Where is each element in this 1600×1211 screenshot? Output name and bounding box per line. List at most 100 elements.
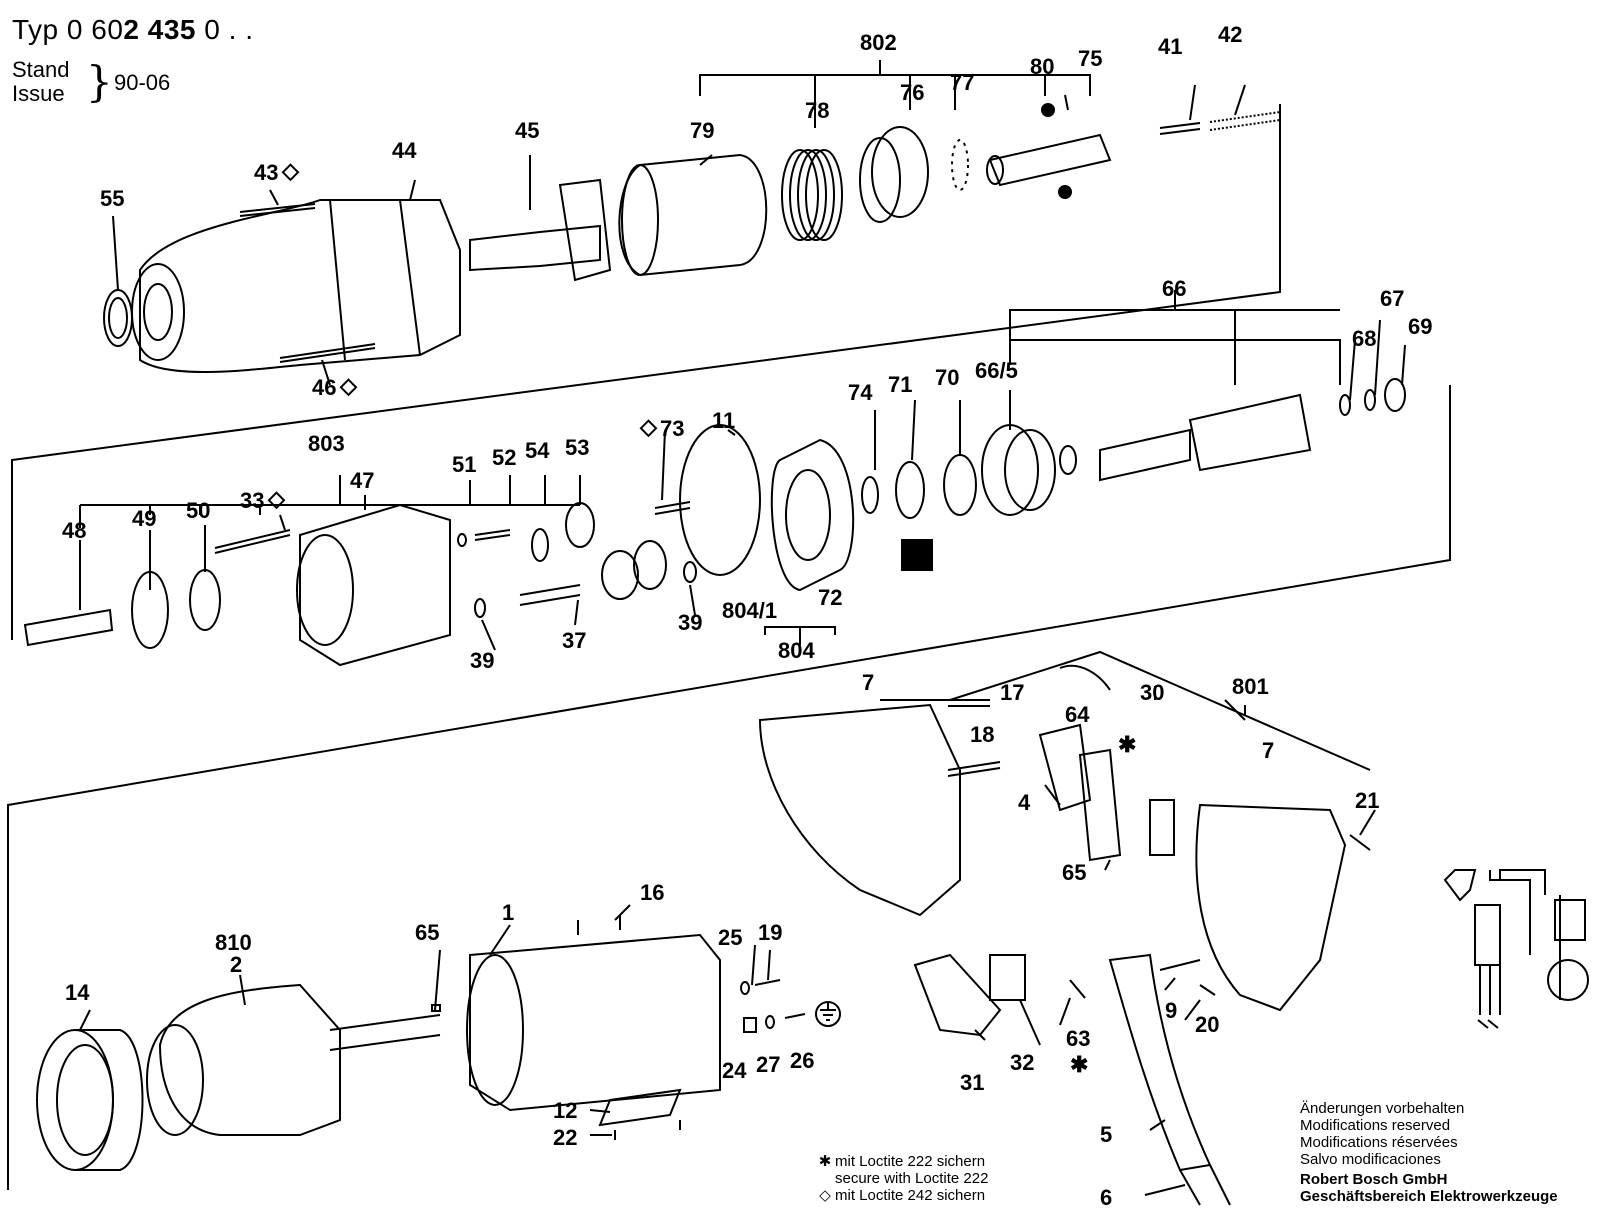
callout-76: 76: [900, 80, 924, 105]
part-41-pin: [1159, 122, 1201, 135]
callout-68: 68: [1352, 326, 1376, 351]
callout-79: 79: [690, 118, 714, 143]
callout-4: 4: [1018, 790, 1031, 815]
part-37-gears: [519, 584, 581, 606]
bracket-803: [79, 475, 581, 528]
part-39-washer-a: [683, 561, 697, 583]
callout-63: 63: [1066, 1026, 1090, 1051]
callout-5: 5: [1100, 1122, 1112, 1147]
callout-star-a: ✱: [1118, 732, 1136, 757]
part-27-washer: [765, 1015, 775, 1029]
callout-18: 18: [970, 722, 994, 747]
callout-12: 12: [553, 1098, 577, 1123]
part-9-clamp: [1159, 959, 1201, 971]
callout-49: 49: [132, 506, 156, 531]
part-65-wires: [329, 1014, 441, 1051]
type-suffix: 0 . .: [196, 14, 254, 45]
panel-top-boundary: [11, 104, 1281, 640]
brace-icon: }: [86, 57, 113, 106]
part-39-washer-b: [474, 598, 486, 618]
part-45-spindle: [469, 224, 601, 272]
callout-78: 78: [805, 98, 829, 123]
callout-73-diamond: ◇: [639, 414, 658, 439]
callout-25: 25: [718, 925, 742, 950]
part-80-ball: [1041, 103, 1055, 117]
part-33-screw: [214, 529, 291, 554]
part-72-plate: [770, 438, 855, 592]
part-74-washer: [861, 476, 879, 514]
callout-70: 70: [935, 365, 959, 390]
callout-43: 43: [254, 160, 278, 185]
bracket-804: [764, 626, 836, 645]
stand-label: Stand: [12, 57, 70, 82]
callout-72: 72: [818, 585, 842, 610]
callout-75: 75: [1078, 46, 1102, 71]
callout-33: 33: [240, 488, 264, 513]
callout-22: 22: [553, 1125, 577, 1150]
callout-37: 37: [562, 628, 586, 653]
callout-80: 80: [1030, 54, 1054, 79]
panel-mid-boundary: [7, 385, 1451, 1190]
callout-24: 24: [722, 1058, 747, 1083]
callout-44: 44: [392, 138, 417, 163]
issue-label: Issue: [12, 81, 65, 106]
part-2-field: [158, 983, 341, 1136]
part-1-housing: [469, 933, 721, 1112]
callout-46-diamond: ◇: [339, 373, 358, 398]
callout-26: 26: [790, 1048, 814, 1073]
part-20-screw: [1199, 984, 1216, 996]
company-note: Robert Bosch GmbH Geschäftsbereich Elekt…: [1300, 1171, 1558, 1205]
callout-804-1: 804/1: [722, 598, 777, 623]
part-79-sleeve: [618, 153, 768, 277]
part-18-screw: [947, 761, 1001, 777]
callout-1: 1: [502, 900, 514, 925]
callout-73: 73: [660, 416, 684, 441]
type-number: Typ 0 602 435 0 . .: [12, 14, 253, 46]
part-44-housing: [139, 199, 461, 373]
part-54-washer: [531, 528, 549, 562]
callout-42: 42: [1218, 22, 1242, 47]
callout-65-bottom: 65: [415, 920, 439, 945]
callout-27: 27: [756, 1052, 780, 1077]
callout-69: 69: [1408, 314, 1432, 339]
part-16-screws: [577, 915, 621, 935]
part-71-bearing: [895, 461, 925, 519]
part-11-oring: [679, 424, 761, 576]
wiring-schematic: [1443, 869, 1589, 1029]
part-31-cover: [913, 953, 1002, 1037]
callout-19: 19: [758, 920, 782, 945]
callout-46: 46: [312, 375, 336, 400]
callout-52: 52: [492, 445, 516, 470]
callout-16: 16: [640, 880, 664, 905]
callout-39-b: 39: [470, 648, 494, 673]
part-26-screw: [784, 1013, 806, 1019]
part-75-shaft: [988, 133, 1112, 187]
callout-32: 32: [1010, 1050, 1034, 1075]
part-12-plate: [598, 1088, 682, 1127]
part-53-gear: [565, 502, 595, 548]
part-64-cable-clip: [1059, 664, 1111, 691]
part-50-bearing: [189, 569, 221, 631]
part-24-terminal: [743, 1017, 757, 1033]
modifications-note: Änderungen vorbehalten Modifications res…: [1300, 1100, 1465, 1168]
callout-9: 9: [1165, 998, 1177, 1023]
part-48-spindle: [23, 608, 114, 647]
callout-50: 50: [186, 498, 210, 523]
callout-65-top: 65: [1062, 860, 1086, 885]
bracket-66: [1009, 290, 1341, 385]
callout-51: 51: [452, 452, 476, 477]
part-46-screw: [279, 343, 376, 363]
callout-66-5: 66/5: [975, 358, 1018, 383]
part-43-screw: [239, 203, 316, 217]
part-67-washer: [1364, 389, 1376, 411]
diamond-icon: ◇: [819, 1187, 831, 1204]
callout-67: 67: [1380, 286, 1404, 311]
callout-33-diamond: ◇: [267, 486, 286, 511]
callout-41: 41: [1158, 34, 1182, 59]
part-66-5-fan: [981, 424, 1039, 516]
part-77-balls: [951, 139, 969, 191]
type-bold: 2 435: [123, 14, 196, 45]
callout-6: 6: [1100, 1185, 1112, 1210]
callout-30: 30: [1140, 680, 1164, 705]
